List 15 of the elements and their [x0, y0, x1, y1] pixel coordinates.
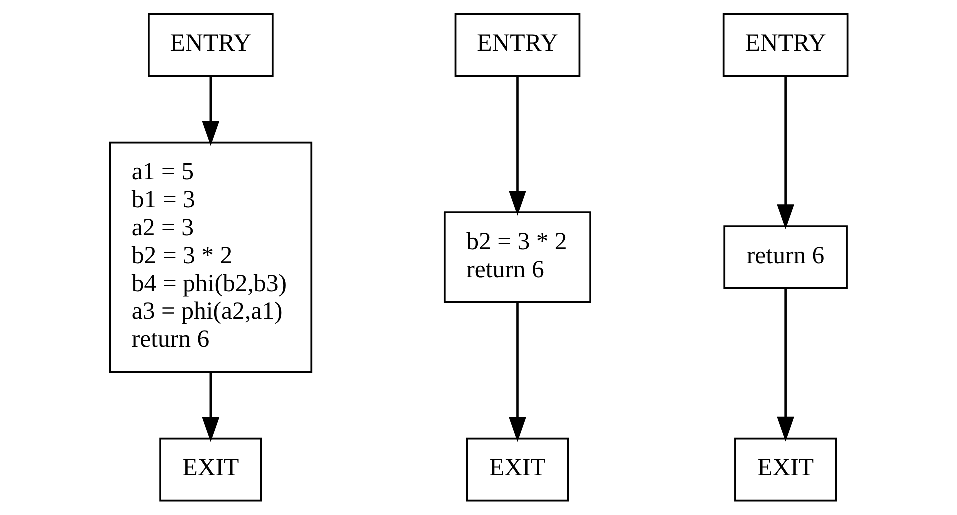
node-box: b2 = 3 * 2 return 6: [443, 212, 591, 304]
arrow: [202, 76, 220, 146]
arrow: [202, 372, 220, 442]
node-box: ENTRY: [722, 13, 848, 78]
arrow: [508, 76, 526, 216]
arrow: [776, 288, 794, 442]
node-box: return 6: [723, 226, 848, 290]
node-box: EXIT: [466, 438, 569, 502]
arrow: [508, 302, 526, 442]
node-box: EXIT: [734, 438, 837, 502]
node-box: ENTRY: [148, 13, 274, 78]
arrow: [776, 76, 794, 230]
node-box: EXIT: [159, 438, 262, 502]
node-box: ENTRY: [454, 13, 580, 78]
node-box: a1 = 5 b1 = 3 a2 = 3 b2 = 3 * 2 b4 = phi(b2,b3) a3 = phi(a2,a1) return 6: [108, 142, 312, 374]
